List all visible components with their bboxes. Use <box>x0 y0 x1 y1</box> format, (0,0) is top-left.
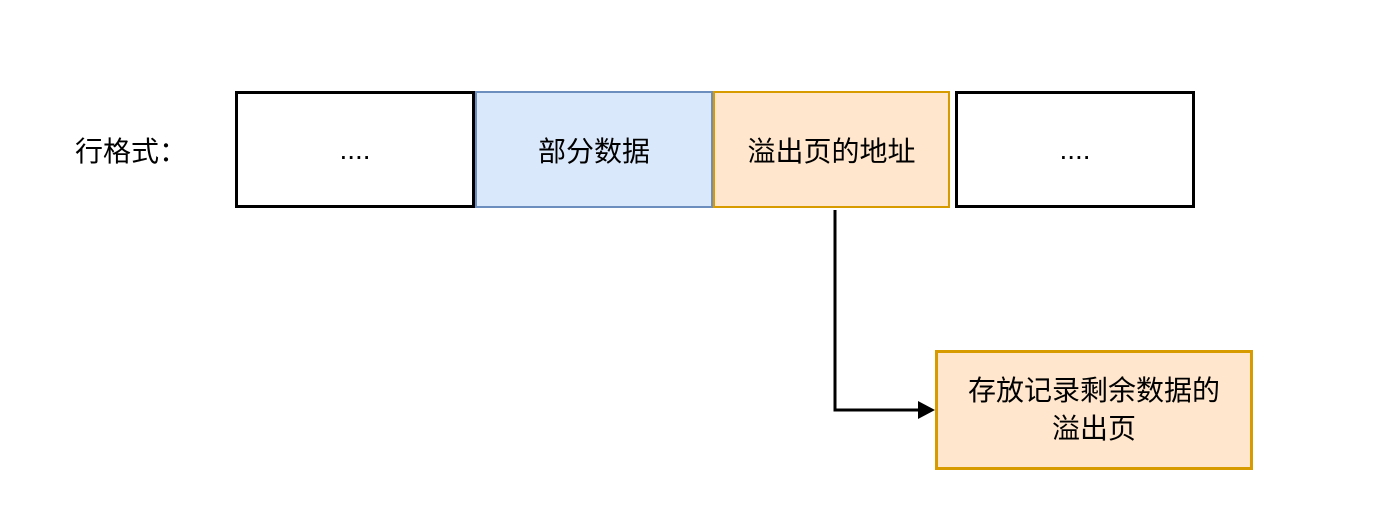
overflow-page-box-line1: 存放记录剩余数据的 <box>967 375 1220 406</box>
row-cell-dots-right: .... <box>955 91 1195 208</box>
row-format-label: 行格式： <box>75 135 188 167</box>
row-cell-dots-left: .... <box>235 91 475 208</box>
overflow-page-box-line2: 溢出页 <box>1051 413 1136 444</box>
row-cell-overflow-page-address: 溢出页的地址 <box>713 91 950 208</box>
arrow-head-icon <box>918 401 935 419</box>
overflow-page-box: 存放记录剩余数据的 溢出页 <box>935 350 1253 470</box>
row-cell-partial-data: 部分数据 <box>475 91 713 208</box>
arrow-elbow-line <box>833 210 919 412</box>
